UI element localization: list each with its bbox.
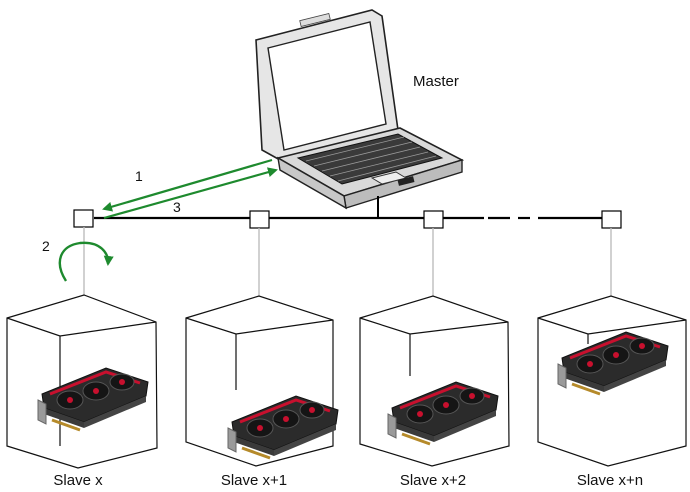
slave-label: Slave x xyxy=(53,472,103,489)
step-1-label: 1 xyxy=(135,168,143,184)
node-icon xyxy=(601,210,622,229)
node-icon xyxy=(73,209,94,228)
node-icon xyxy=(423,210,444,229)
laptop-icon xyxy=(255,9,465,210)
master-label: Master xyxy=(413,73,459,90)
node-icon xyxy=(249,210,270,229)
slave-box-x1 xyxy=(185,295,340,467)
slave-label: Slave x+1 xyxy=(221,472,287,489)
arrow-step-1 xyxy=(102,158,273,212)
slave-box-x xyxy=(6,294,158,469)
step-3-label: 3 xyxy=(173,199,181,215)
curved-arrow-icon xyxy=(58,241,114,282)
slave-box-x2 xyxy=(359,295,510,467)
slave-label: Slave x+n xyxy=(577,472,643,489)
step-2-label: 2 xyxy=(42,238,50,254)
slave-drop-lines xyxy=(83,227,612,296)
slave-box-xn xyxy=(537,295,687,467)
slave-label: Slave x+2 xyxy=(400,472,466,489)
arrow-step-3 xyxy=(103,167,278,220)
